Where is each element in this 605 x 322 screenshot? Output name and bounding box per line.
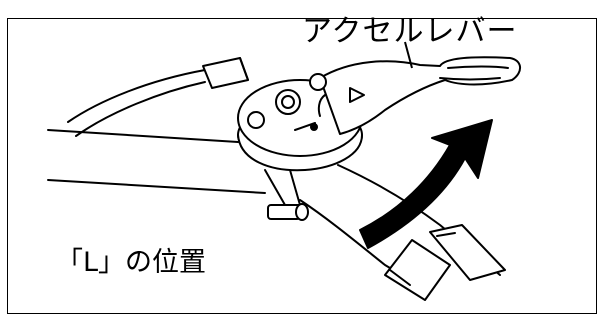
handlebar-lower: [47, 179, 266, 194]
mount-bracket: [264, 169, 309, 221]
lever-arm: [319, 56, 521, 135]
accelerator-lever-label: アクセルレバー: [302, 14, 518, 49]
handlebar-upper: [47, 129, 239, 143]
throttle-cable: [67, 69, 206, 123]
cable-connector: [202, 57, 249, 89]
position-caption: 「L」の位置: [56, 247, 207, 278]
handle-bar-upper-edge: [337, 164, 501, 276]
lever-buttons: [247, 73, 365, 131]
handle-grip: [384, 224, 506, 301]
throttle-cable-lower: [75, 81, 206, 137]
rotation-arrow: [359, 119, 493, 249]
handle-bar-lower-edge: [299, 199, 411, 281]
